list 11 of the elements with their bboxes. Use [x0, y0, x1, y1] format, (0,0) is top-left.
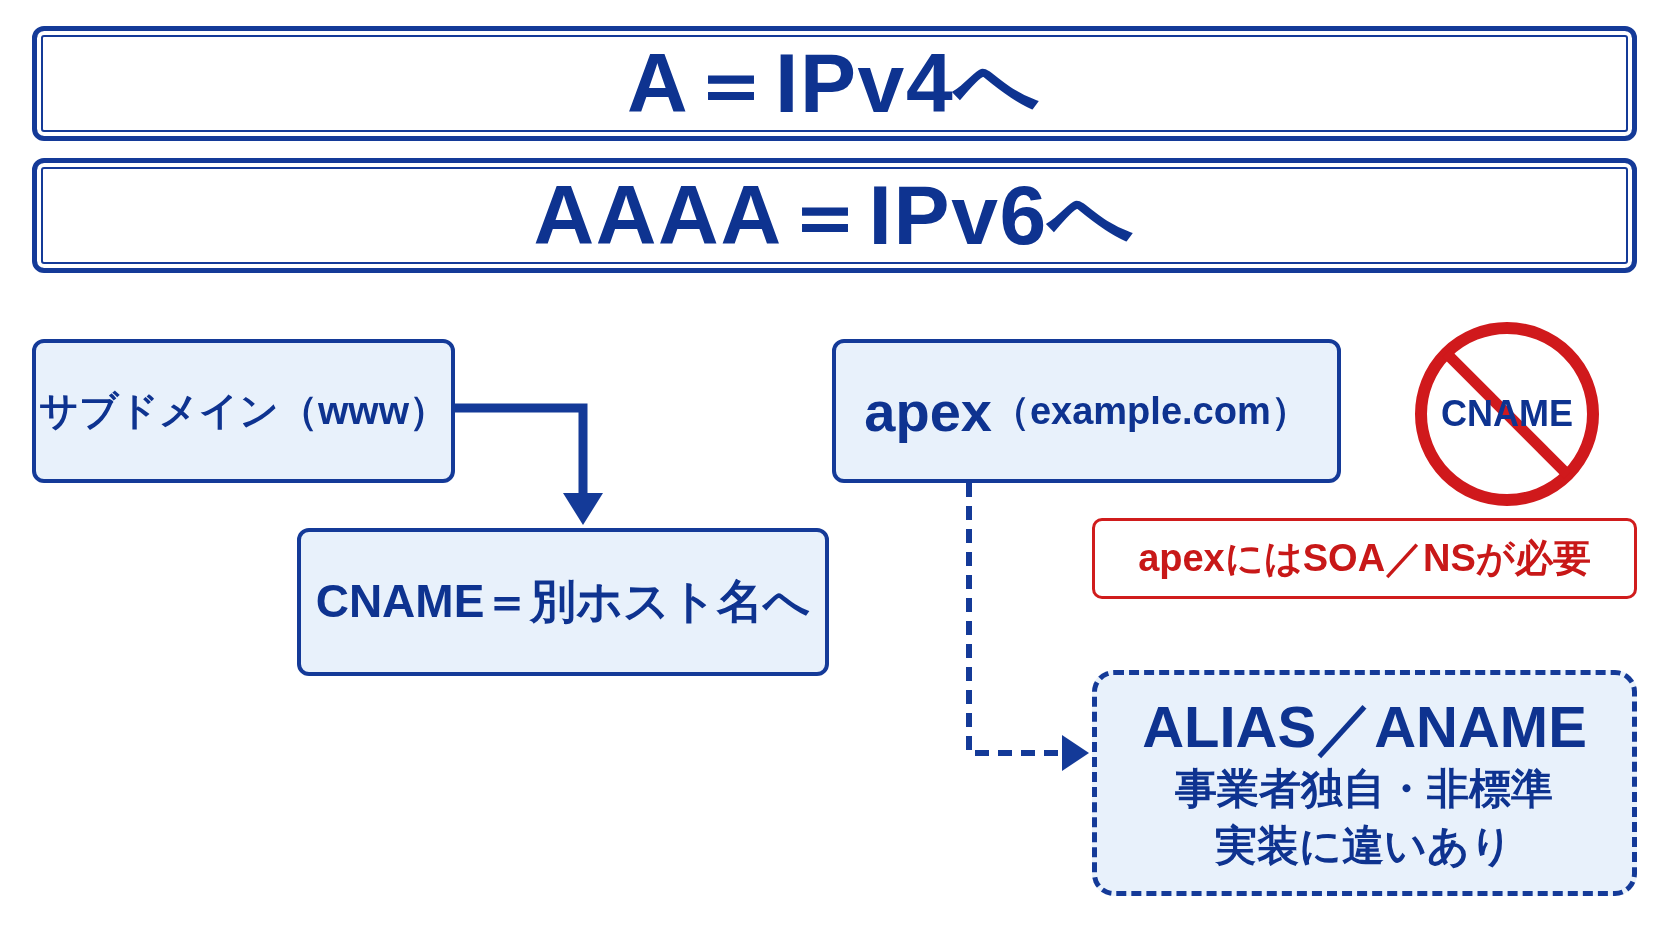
- dashed-box: [1092, 670, 1637, 896]
- arrow: [455, 403, 603, 525]
- banner-box: A＝IPv4へ: [32, 26, 1637, 141]
- banner-box: AAAA＝IPv6へ: [32, 158, 1637, 273]
- record-box: apex（example.com）: [832, 339, 1341, 483]
- dashed-arrow: [966, 483, 1089, 771]
- record-box: サブドメイン（www）: [32, 339, 455, 483]
- note-text: 事業者独自・非標準実装に違いあり: [1174, 764, 1555, 871]
- warning-box: apexにはSOA／NSが必要: [1092, 518, 1637, 599]
- record-box: CNAME＝別ホスト名へ: [297, 528, 829, 676]
- heading: ALIAS／ANAME: [1142, 692, 1587, 761]
